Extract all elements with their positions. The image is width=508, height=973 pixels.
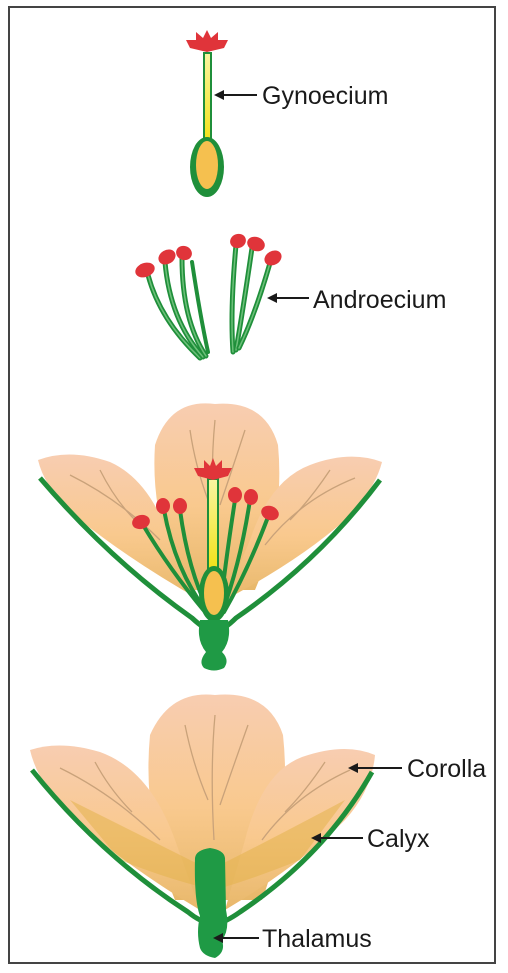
- gynoecium-label: Gynoecium: [262, 82, 388, 110]
- flower-corolla-calyx-illustration: [30, 695, 375, 959]
- gynoecium-illustration: [186, 30, 228, 197]
- calyx-label: Calyx: [367, 825, 430, 853]
- thalamus-label: Thalamus: [262, 925, 372, 953]
- corolla-label: Corolla: [407, 755, 486, 783]
- complete-flower-illustration: [38, 403, 382, 670]
- gynoecium-pointer: [214, 90, 257, 100]
- calyx-pointer: [311, 833, 363, 843]
- corolla-pointer: [348, 763, 402, 773]
- anthers: [133, 232, 284, 280]
- androecium-label: Androecium: [313, 286, 446, 314]
- androecium-pointer: [267, 293, 309, 303]
